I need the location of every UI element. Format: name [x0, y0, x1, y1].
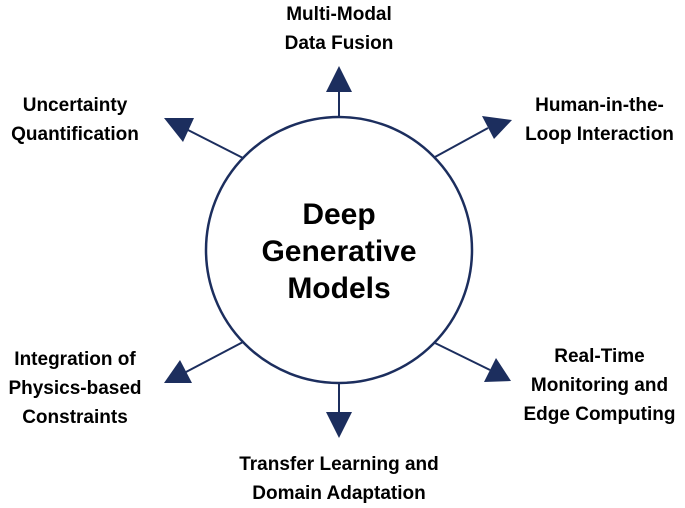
- label-physics-constraints: Integration of Physics-based Constraints: [0, 345, 150, 432]
- connector-top-right: [434, 127, 489, 158]
- label-line: Human-in-the-: [535, 95, 664, 116]
- label-multi-modal-data-fusion: Multi-Modal Data Fusion: [239, 0, 439, 58]
- center-title-line: Generative: [261, 235, 417, 268]
- label-line: Constraints: [22, 407, 128, 428]
- label-line: Multi-Modal: [286, 4, 392, 25]
- label-human-in-the-loop: Human-in-the- Loop Interaction: [514, 91, 685, 149]
- label-line: Uncertainty: [22, 95, 128, 116]
- center-circle: [204, 115, 474, 385]
- arrowhead-down-right-icon: [484, 358, 511, 382]
- arrowheads: [164, 66, 512, 438]
- label-real-time-edge-computing: Real-Time Monitoring and Edge Computing: [514, 342, 685, 429]
- label-uncertainty-quantification: Uncertainty Quantification: [0, 91, 150, 149]
- center-title-line: Models: [287, 272, 391, 305]
- label-line: Edge Computing: [523, 404, 676, 425]
- arrowhead-up-left-icon: [164, 118, 194, 142]
- label-line: Physics-based: [8, 378, 142, 399]
- label-line: Transfer Learning and: [239, 454, 439, 475]
- center-title: Deep Generative Models: [239, 196, 439, 307]
- label-transfer-learning: Transfer Learning and Domain Adaptation: [214, 450, 464, 508]
- label-line: Real-Time: [554, 346, 645, 367]
- label-line: Loop Interaction: [525, 124, 674, 145]
- label-line: Data Fusion: [284, 33, 394, 54]
- label-line: Monitoring and: [530, 375, 669, 396]
- center-title-line: Deep: [302, 198, 376, 231]
- label-line: Quantification: [11, 124, 139, 145]
- arrowhead-up-right-icon: [482, 116, 512, 139]
- arrowhead-up-icon: [326, 66, 352, 92]
- label-line: Integration of: [14, 349, 136, 370]
- connector-top-left: [187, 129, 244, 159]
- label-line: Domain Adaptation: [252, 483, 426, 504]
- arrowhead-down-icon: [326, 412, 352, 438]
- connector-bottom-left: [185, 341, 244, 373]
- connector-bottom-right: [434, 342, 491, 371]
- arrowhead-down-left-icon: [164, 360, 192, 383]
